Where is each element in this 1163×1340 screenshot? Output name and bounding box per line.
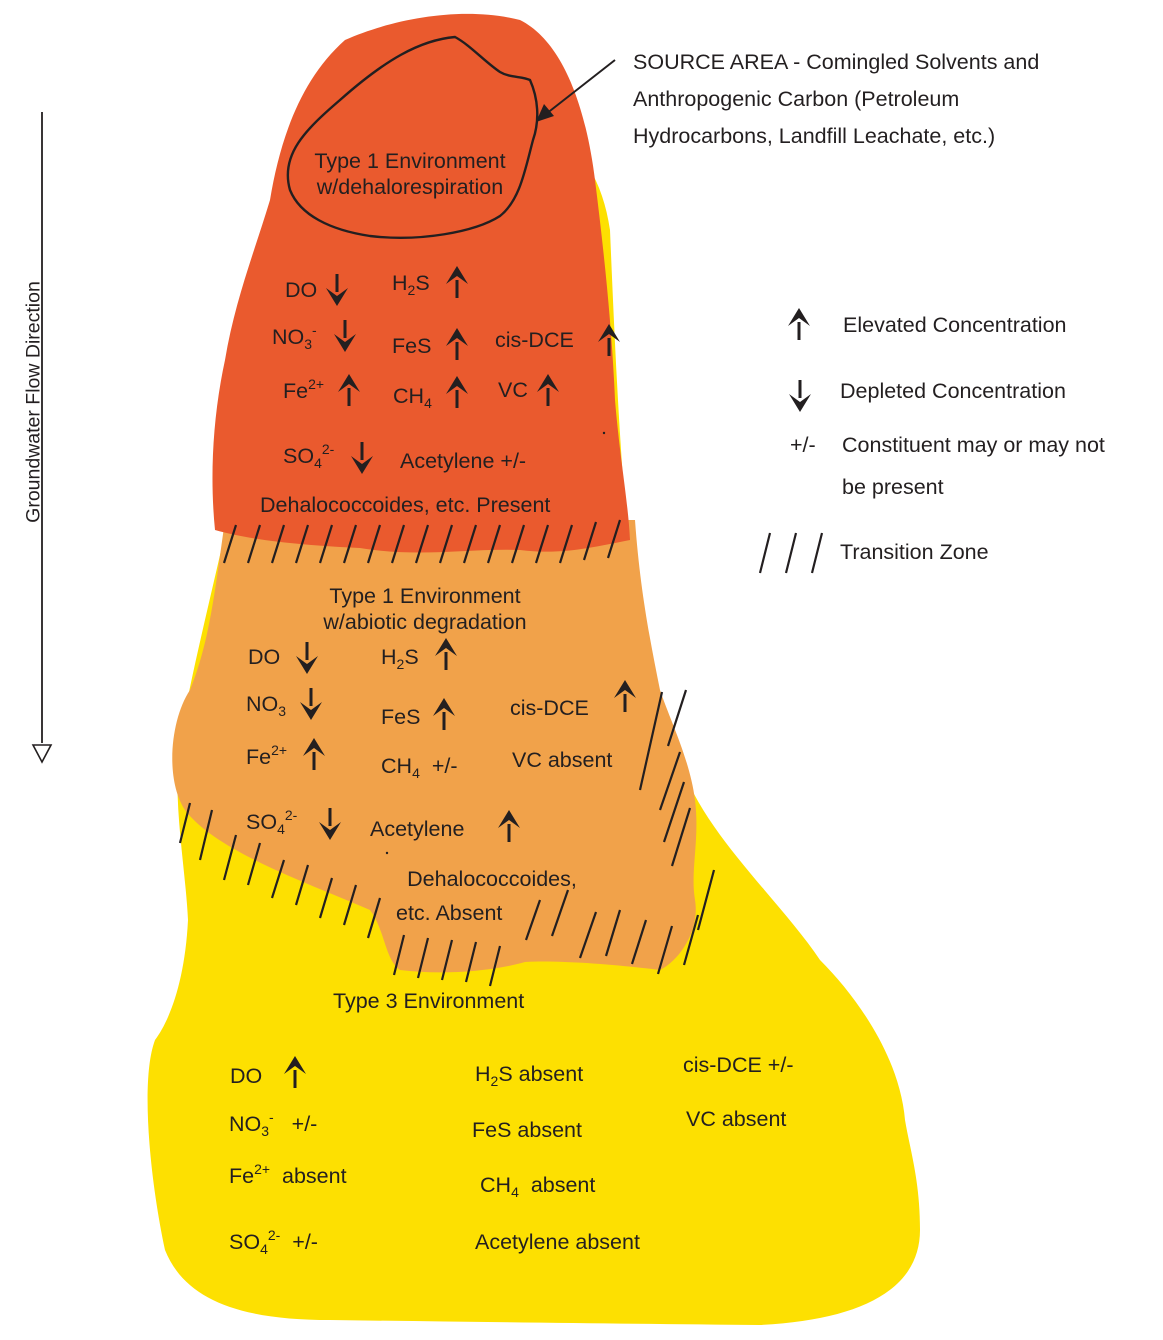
up-arrow-icon [446, 264, 468, 300]
abiotic-fes: FeS [381, 707, 420, 729]
legend-transition-label: Transition Zone [840, 542, 989, 564]
down-arrow-icon [296, 640, 318, 676]
dehalo-cis-dce: cis-DCE [495, 330, 574, 352]
legend-transition-symbol [760, 533, 822, 573]
down-arrow-icon [300, 686, 322, 722]
dehalo-acetylene: Acetylene +/- [400, 451, 526, 473]
type3-cis-dce: cis-DCE +/- [683, 1055, 794, 1077]
dehalo-fe: Fe2+ [283, 381, 324, 403]
type1-abiotic-title: Type 1 Environment w/abiotic degradation [300, 583, 550, 635]
dehalo-so4: SO42- [283, 446, 334, 468]
type3-fes: FeS absent [472, 1120, 582, 1142]
legend-elevated-label: Elevated Concentration [843, 315, 1067, 337]
abiotic-do: DO [248, 647, 280, 669]
dehalo-fes: FeS [392, 336, 431, 358]
legend-maybe-line1: Constituent may or may not [842, 424, 1105, 466]
up-arrow-icon [435, 636, 457, 672]
dehalo-vc: VC [498, 380, 528, 402]
source-area-line1: SOURCE AREA - Comingled Solvents and [633, 44, 1039, 81]
abiotic-microbes: Dehalococcoides, etc. Absent [392, 862, 592, 930]
source-area-label: SOURCE AREA - Comingled Solvents and Ant… [633, 44, 1039, 155]
up-arrow-icon [338, 372, 360, 408]
up-arrow-icon [303, 736, 325, 772]
dehalo-h2s: H2S [392, 273, 430, 295]
type3-no3: NO3- +/- [229, 1114, 317, 1136]
abiotic-microbes-line2: etc. Absent [392, 896, 592, 930]
dehalo-no3: NO3- [272, 327, 317, 349]
down-arrow-icon [351, 440, 373, 476]
abiotic-vc: VC absent [512, 750, 612, 772]
abiotic-cis-dce: cis-DCE [510, 698, 589, 720]
flow-direction-label: Groundwater Flow Direction [23, 281, 46, 523]
type3-acetylene: Acetylene absent [475, 1232, 640, 1254]
flow-direction-arrowhead [33, 745, 51, 762]
down-arrow-icon [319, 806, 341, 842]
up-arrow-icon [614, 678, 636, 714]
abiotic-fe: Fe2+ [246, 747, 287, 769]
type1-abiotic-title-line2: w/abiotic degradation [300, 609, 550, 635]
dehalo-microbes: Dehalococcoides, etc. Present [260, 495, 550, 517]
dot-mark [603, 432, 605, 434]
abiotic-no3: NO3 [246, 694, 286, 716]
dehalo-ch4: CH4 [393, 386, 432, 408]
up-arrow-icon [537, 372, 559, 408]
legend-maybe-line2: be present [842, 466, 1105, 508]
type3-ch4: CH4 absent [480, 1175, 595, 1197]
up-arrow-icon [433, 696, 455, 732]
abiotic-so4: SO42- [246, 812, 297, 834]
type3-h2s: H2S absent [475, 1064, 583, 1086]
abiotic-microbes-line1: Dehalococcoides, [392, 862, 592, 896]
type3-vc: VC absent [686, 1109, 786, 1131]
legend-maybe-symbol: +/- [790, 435, 816, 457]
up-arrow-icon [498, 808, 520, 844]
source-area-line2: Anthropogenic Carbon (Petroleum [633, 81, 1039, 118]
dot-mark [386, 852, 388, 854]
dehalo-do: DO [285, 280, 317, 302]
abiotic-ch4: CH4 +/- [381, 756, 458, 778]
source-area-line3: Hydrocarbons, Landfill Leachate, etc.) [633, 118, 1039, 155]
type1-dehalo-title-line2: w/dehalorespiration [300, 174, 520, 200]
down-arrow-icon [326, 272, 348, 308]
legend-up-arrow-icon [788, 306, 810, 342]
type3-fe: Fe2+ absent [229, 1166, 347, 1188]
type3-do: DO [230, 1066, 262, 1088]
up-arrow-icon [446, 374, 468, 410]
up-arrow-icon [446, 326, 468, 362]
legend-down-arrow-icon [789, 378, 811, 414]
legend-maybe-label: Constituent may or may not be present [842, 424, 1105, 508]
type3-title: Type 3 Environment [333, 991, 524, 1013]
type3-so4: SO42- +/- [229, 1232, 318, 1254]
up-arrow-icon [284, 1054, 306, 1090]
legend-depleted-label: Depleted Concentration [840, 381, 1066, 403]
abiotic-h2s: H2S [381, 647, 419, 669]
down-arrow-icon [334, 318, 356, 354]
abiotic-acetylene: Acetylene [370, 819, 464, 841]
type1-dehalo-title: Type 1 Environment w/dehalorespiration [300, 148, 520, 200]
type1-abiotic-title-line1: Type 1 Environment [300, 583, 550, 609]
up-arrow-icon [598, 322, 620, 358]
type1-dehalo-title-line1: Type 1 Environment [300, 148, 520, 174]
